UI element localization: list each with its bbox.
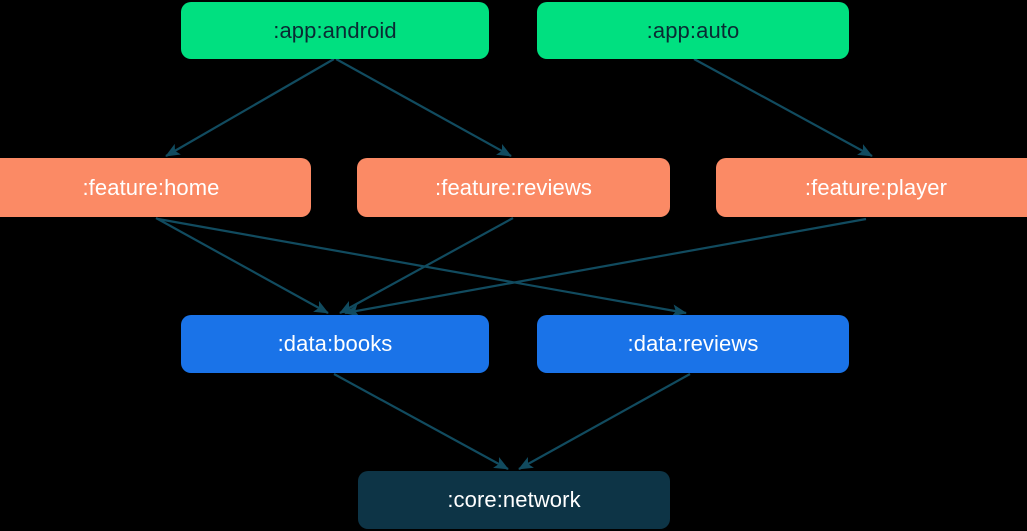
edge-feature-home-to-data-books	[155, 217, 329, 314]
node-app-auto[interactable]: :app:auto	[537, 2, 849, 59]
node-data-books[interactable]: :data:books	[181, 315, 489, 373]
node-feature-home[interactable]: :feature:home	[0, 158, 311, 217]
node-core-network[interactable]: :core:network	[358, 471, 670, 529]
node-label: :app:auto	[646, 17, 740, 43]
node-data-reviews[interactable]: :data:reviews	[537, 315, 849, 373]
node-label: :feature:home	[82, 174, 220, 200]
edges-group	[155, 58, 873, 470]
edge-app-android-to-feature-reviews	[335, 58, 512, 157]
node-app-android[interactable]: :app:android	[181, 2, 489, 59]
node-label: :data:reviews	[627, 331, 759, 356]
node-label: :app:android	[273, 17, 397, 43]
node-label: :core:network	[447, 487, 581, 512]
node-label: :feature:reviews	[435, 174, 592, 200]
edge-app-auto-to-feature-player	[693, 58, 873, 157]
node-label: :feature:player	[804, 174, 948, 200]
node-feature-player[interactable]: :feature:player	[716, 158, 1027, 217]
edge-data-reviews-to-core-network	[518, 373, 691, 470]
node-label: :data:books	[277, 331, 393, 356]
edge-feature-player-to-data-books	[344, 217, 867, 317]
node-feature-reviews[interactable]: :feature:reviews	[357, 158, 670, 217]
edge-app-android-to-feature-home	[165, 58, 335, 157]
edge-feature-home-to-data-reviews	[157, 217, 687, 317]
edge-data-books-to-core-network	[333, 373, 509, 470]
edge-feature-reviews-to-data-books	[339, 217, 514, 314]
